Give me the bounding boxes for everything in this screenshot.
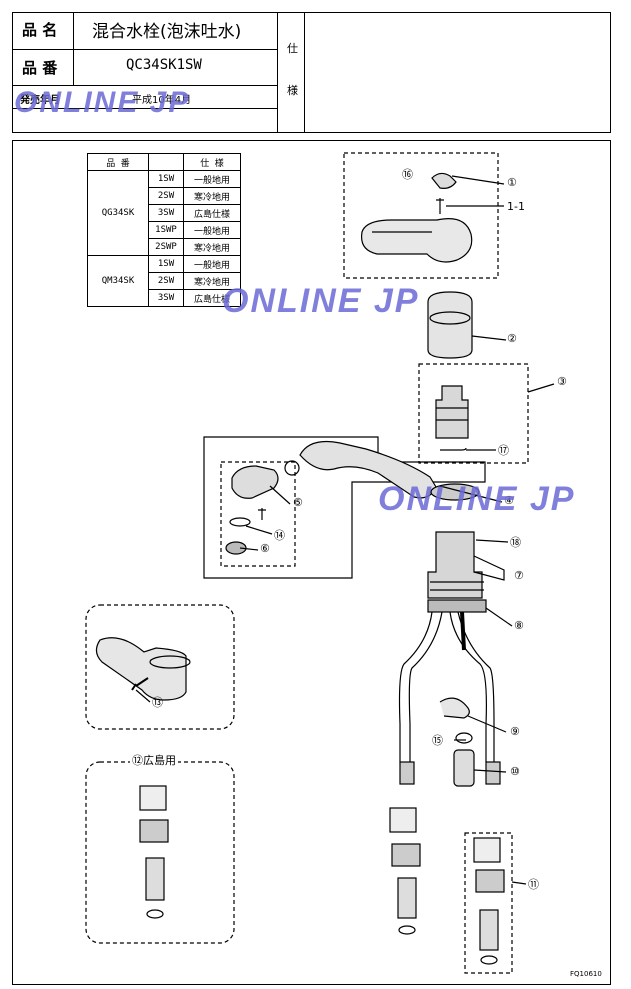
group-box-cartridge (418, 363, 529, 464)
hiroshima-label: ⑫広島用 (130, 752, 178, 768)
aerator-body (231, 465, 279, 499)
spout-enclosure (203, 436, 486, 579)
handle-screw (436, 198, 444, 214)
handle-cap (431, 172, 457, 189)
hose-right (449, 611, 487, 762)
callout-14: ⑭ (274, 529, 285, 542)
valve-body (427, 531, 483, 599)
footer-code: FQ10610 (570, 970, 602, 978)
cartridge (435, 385, 469, 439)
aerator-ring (225, 541, 247, 555)
callout-10: ⑩ (510, 765, 520, 778)
group-box-handle (343, 152, 499, 279)
hose-left (398, 611, 433, 762)
mounting-stud (460, 611, 466, 651)
release-date: 平成10年4月 (132, 95, 192, 106)
strainer (453, 749, 475, 787)
spec-usage: 一般地用 (183, 170, 241, 188)
product-code: QC34SK1SW (126, 57, 202, 73)
callout-9: ⑨ (510, 725, 520, 738)
group-box-aerator (220, 461, 296, 567)
product-name: 混合水栓(泡沫吐水) (92, 22, 242, 42)
callout-16: ⑯ (402, 168, 413, 181)
callout-6: ⑥ (260, 542, 270, 555)
drawing-frame (12, 140, 611, 985)
spec-model-qm: QM34SK (87, 255, 149, 307)
callout-3: ③ (557, 375, 567, 388)
watermark: ONLINE JP (378, 480, 576, 518)
callout-4: ④ (504, 494, 514, 507)
spout (299, 440, 437, 499)
callout-5: ⑤ (293, 496, 303, 509)
spec-usage: 寒冷地用 (183, 238, 241, 256)
callout-18: ⑱ (510, 536, 521, 549)
watermark: ONLINE JP (222, 282, 420, 320)
mounting-nut (427, 599, 487, 613)
spec-usage: 広島仕様 (183, 289, 241, 307)
o-ring (440, 447, 467, 451)
body-cap (427, 291, 473, 359)
group-box-screw-detail (85, 604, 235, 730)
callout-15: ⑮ (432, 734, 443, 747)
callout-13: ⑬ (152, 696, 163, 709)
callout-17: ⑰ (498, 444, 509, 457)
name-label: 品 名 (22, 21, 58, 39)
label-divider (12, 12, 74, 86)
callout-7: ⑦ (514, 569, 524, 582)
callout-1: ① (507, 176, 517, 189)
lever-handle (360, 218, 473, 263)
small-oring (455, 732, 473, 744)
code-label: 品 番 (22, 59, 58, 77)
watermark: ONLINE JP (14, 86, 191, 119)
callout-2: ② (507, 332, 517, 345)
hose-clip (439, 697, 470, 719)
spec-divider (277, 12, 305, 133)
aerator-washer (229, 517, 251, 527)
date-label: 発売年月 (20, 95, 60, 106)
spec-label-2: 様 (287, 84, 298, 97)
spec-label-1: 仕 (287, 42, 298, 55)
callout-8: ⑧ (514, 619, 524, 632)
group-box-connectors (464, 832, 513, 974)
screw-detail-spout (95, 637, 187, 701)
callout-1-1: 1-1 (507, 200, 525, 213)
callout-11: ⑪ (528, 878, 539, 891)
